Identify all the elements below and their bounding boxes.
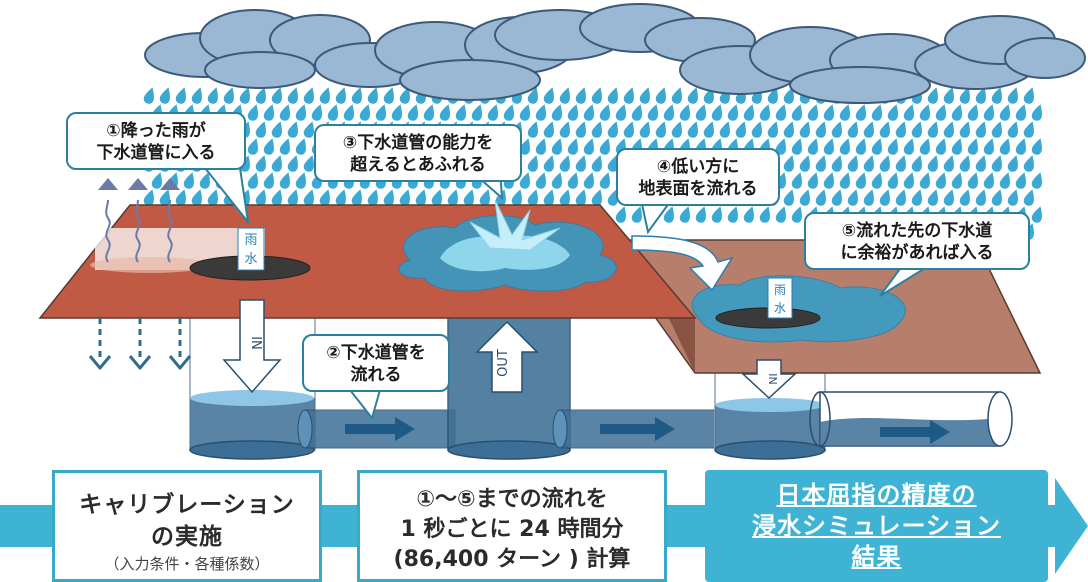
step-result[interactable]: 日本屈指の精度の 浸水シミュレーション 結果: [705, 470, 1048, 582]
out-arrow: OUT: [475, 320, 539, 393]
sewer-system: [189, 299, 1013, 460]
callout-4: ④低い方に 地表面を流れる: [616, 148, 780, 206]
step-calculation-line-3: (86,400 ターン ) 計算: [393, 547, 631, 572]
clouds: [144, 3, 1086, 104]
cloud-far-right: [944, 15, 1086, 79]
callout-2: ②下水道管を 流れる: [302, 334, 450, 392]
step-result-line-1: 日本屈指の精度の: [776, 481, 977, 509]
callout-1: ①降った雨が 下水道管に入る: [66, 112, 246, 170]
in-arrow-left: IN: [222, 299, 282, 394]
step-result-line-2: 浸水シミュレーション: [751, 512, 1002, 540]
cloud-left: [144, 9, 371, 89]
callout-5-line-1: ⑤流れた先の下水道: [841, 221, 993, 241]
out-label: OUT: [496, 349, 511, 377]
cloud-top: [494, 3, 756, 63]
step-calculation-line-1: ①～⑤までの流れを: [416, 487, 608, 512]
in-label-right: IN: [766, 373, 779, 384]
callout-1-line-1: ①降った雨が: [106, 121, 206, 141]
step-calibration-note: （入力条件・各種係数）: [104, 555, 270, 573]
callout-3: ③下水道管の能力を 超えるとあふれる: [314, 124, 522, 182]
rain-sign-left-label-1: 雨: [244, 233, 257, 248]
step-calibration: キャリブレーション の実施 （入力条件・各種係数）: [52, 470, 322, 582]
step-result-line-3: 結果: [851, 543, 902, 571]
callout-4-line-1: ④低い方に: [656, 157, 740, 177]
overflow-splash: [398, 199, 617, 292]
callout-3-line-2: 超えるとあふれる: [350, 155, 486, 175]
rain-sign-right: 雨 水: [767, 277, 793, 319]
in-arrow-right: IN: [741, 359, 797, 400]
rain-sign-right-label-1: 雨: [774, 283, 786, 297]
rain-sign-right-label-2: 水: [774, 301, 786, 315]
flow-arrow-2: [600, 417, 675, 441]
rain-sign-left-label-2: 水: [244, 252, 257, 267]
in-label-left: IN: [248, 336, 263, 350]
callout-5-line-2: に余裕があれば入る: [840, 243, 994, 263]
callout-2-line-1: ②下水道管を: [326, 343, 426, 363]
step-calculation: ①～⑤までの流れを 1 秒ごとに 24 時間分 (86,400 ターン ) 計算: [357, 470, 667, 582]
callout-2-line-2: 流れる: [350, 365, 402, 385]
rain-sign-left: 雨 水: [237, 227, 265, 271]
surface-flow-arrow: [631, 235, 734, 292]
flow-arrow-3: [880, 420, 950, 444]
callout-4-line-2: 地表面を流れる: [638, 179, 758, 199]
step-calculation-line-2: 1 秒ごとに 24 時間分: [400, 517, 624, 542]
callout-3-line-1: ③下水道管の能力を: [342, 133, 494, 153]
step-calibration-line-1: キャリブレーション: [79, 492, 295, 518]
step-calibration-line-2: の実施: [151, 524, 223, 550]
callout-5: ⑤流れた先の下水道 に余裕があれば入る: [804, 212, 1030, 270]
flow-arrow-1: [345, 417, 415, 441]
callout-1-line-2: 下水道管に入る: [96, 143, 216, 163]
